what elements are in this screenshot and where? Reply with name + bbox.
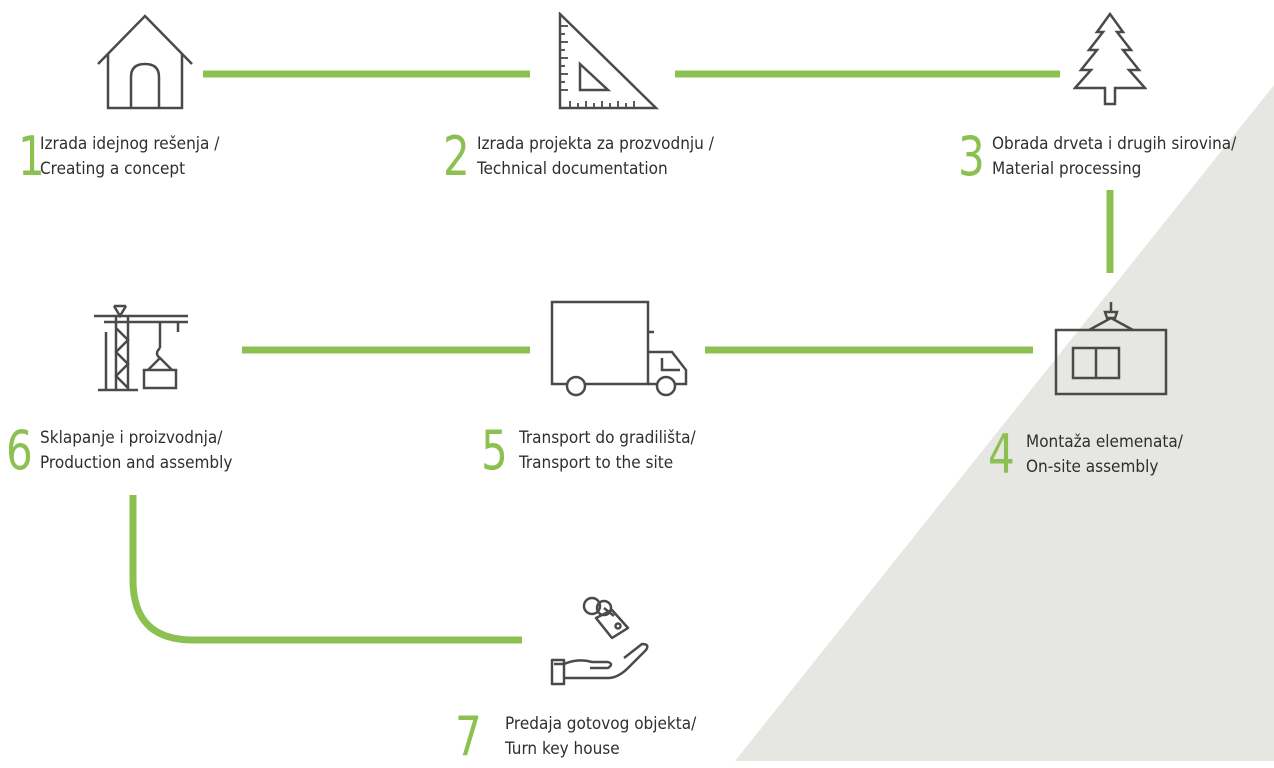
step-title-native: Izrada idejnog rešenja / (40, 134, 220, 154)
step-title-english: Turn key house (505, 739, 620, 759)
step-4-label: 4 Montaža elemenata/ On-site assembly (988, 428, 1208, 486)
step-5-label: 5 Transport do gradilišta/ Transport to … (481, 424, 741, 482)
step-3-label: 3 Obrada drveta i drugih sirovina/ Mater… (958, 130, 1268, 188)
step-title-native: Predaja gotovog objekta/ (505, 714, 697, 734)
step-number: 6 (6, 419, 33, 482)
connector-6-7 (129, 495, 522, 644)
step-title-english: On-site assembly (1026, 457, 1159, 477)
step-6-label: 6 Sklapanje i proizvodnja/ Production an… (6, 424, 276, 482)
step-title-english: Material processing (992, 159, 1142, 179)
step-number: 3 (958, 125, 985, 188)
step-title-native: Obrada drveta i drugih sirovina/ (992, 134, 1237, 154)
step-title-native: Izrada projekta za prozvodnju / (477, 134, 714, 154)
step-title-native: Sklapanje i proizvodnja/ (40, 428, 223, 448)
step-number: 4 (988, 423, 1015, 486)
step-number: 7 (455, 705, 482, 768)
step-number: 2 (443, 125, 470, 188)
step-2-label: 2 Izrada projekta za prozvodnju / Techni… (443, 130, 763, 188)
hoisted-panel-icon (1053, 302, 1169, 396)
step-number: 1 (18, 125, 45, 188)
step-title-english: Technical documentation (477, 159, 668, 179)
step-title-native: Transport do gradilišta/ (519, 428, 696, 448)
step-7-label: 7 Predaja gotovog objekta/ Turn key hous… (455, 705, 735, 768)
house-icon (95, 12, 195, 112)
tree-icon (1073, 12, 1147, 106)
step-title-english: Transport to the site (519, 453, 674, 473)
crane-icon (90, 302, 194, 394)
step-number: 5 (481, 419, 508, 482)
step-title-native: Montaža elemenata/ (1026, 432, 1183, 452)
hand-with-keys-icon (548, 588, 652, 692)
step-1-label: 1 Izrada idejnog rešenja / Creating a co… (18, 130, 278, 188)
step-title-english: Creating a concept (40, 159, 186, 179)
step-title-english: Production and assembly (40, 453, 233, 473)
truck-icon (550, 300, 690, 398)
set-square-ruler-icon (552, 12, 660, 112)
